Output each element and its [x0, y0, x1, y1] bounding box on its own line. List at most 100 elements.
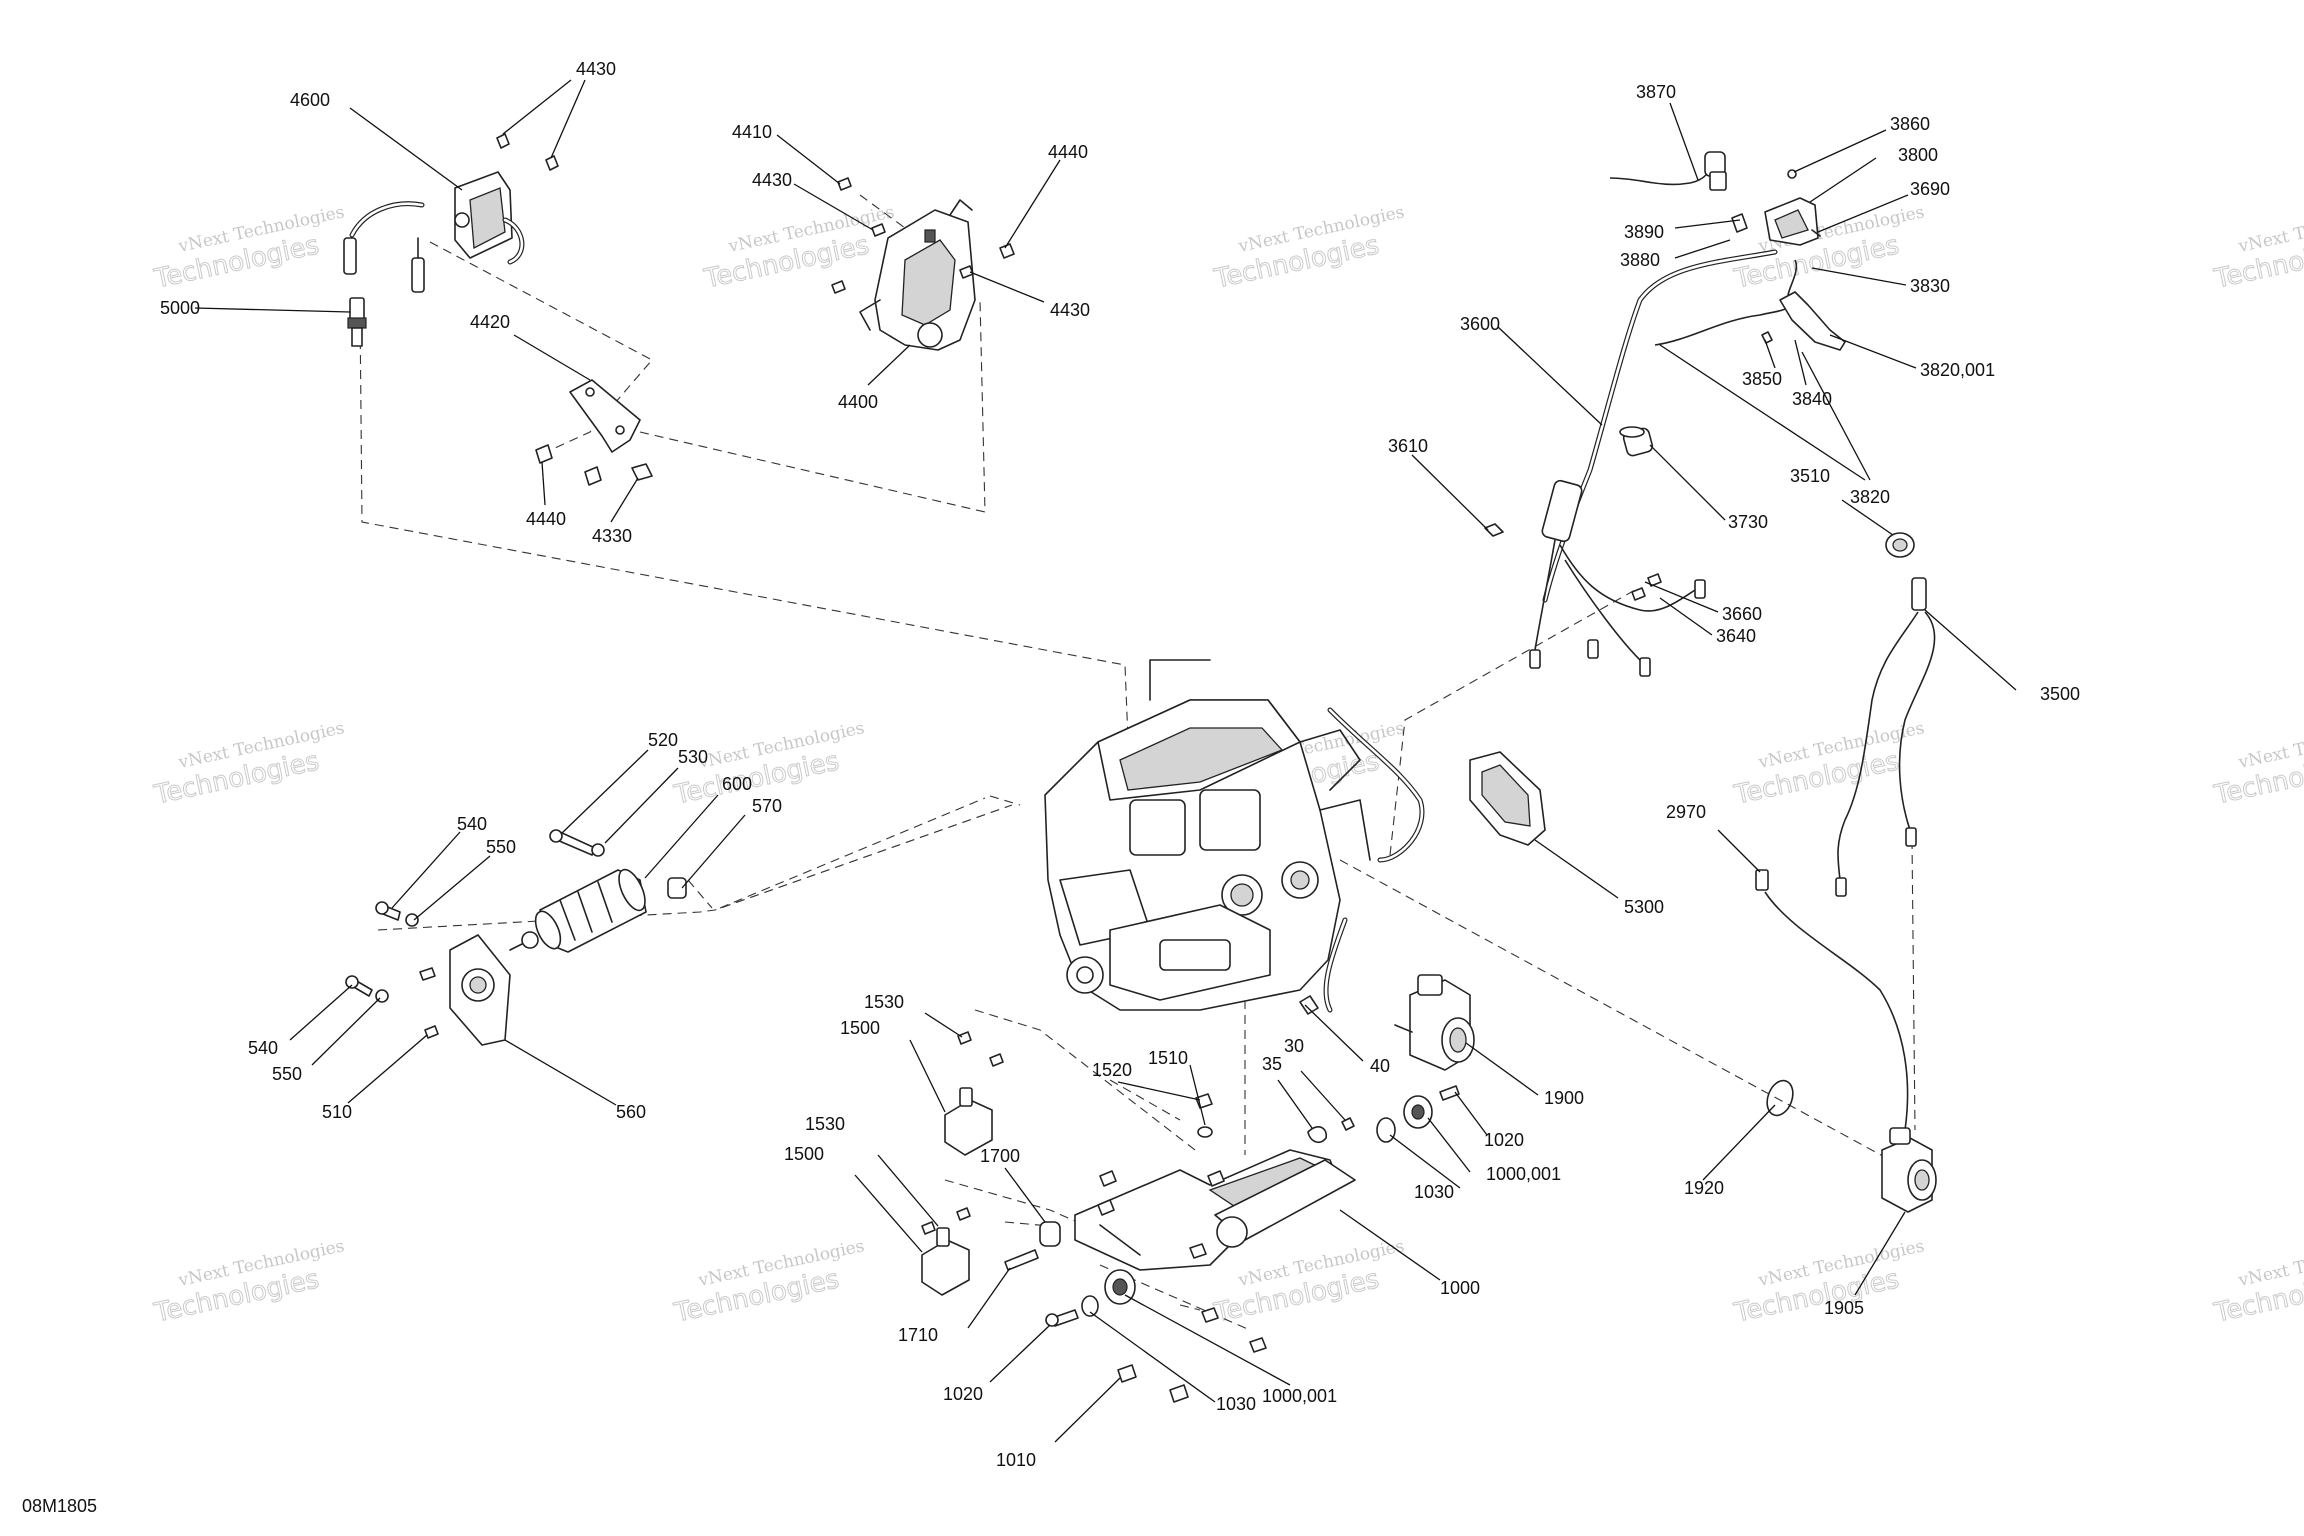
choke-cable-2970 [1755, 869, 1909, 1131]
callout-1010: 1010 [996, 1450, 1036, 1470]
callout-1030: 1030 [1414, 1182, 1454, 1202]
harness-switch-3870 [1609, 151, 1727, 191]
callout-3840: 3840 [1792, 389, 1832, 409]
dash-starter-bolt [719, 797, 986, 909]
spark-plug [347, 297, 367, 347]
callout-1710: 1710 [898, 1325, 938, 1345]
callout-540: 540 [248, 1038, 278, 1058]
callout-4420: 4420 [470, 312, 510, 332]
bracket-4400 [859, 199, 976, 351]
callout-1510: 1510 [1148, 1048, 1188, 1068]
drawing-code: 08M1805 [22, 1496, 97, 1516]
callout-4330: 4330 [592, 526, 632, 546]
callout-1030: 1030 [1216, 1394, 1256, 1414]
carb-parts-1000-1020-1030 [1376, 1085, 1460, 1143]
callout-570: 570 [752, 796, 782, 816]
callout-520: 520 [648, 730, 678, 750]
callout-1020: 1020 [943, 1384, 983, 1404]
callout-1000-001: 1000,001 [1486, 1164, 1561, 1184]
throttle-cable-3500 [1835, 577, 1936, 897]
callout-3830: 3830 [1910, 276, 1950, 296]
callout-35: 35 [1262, 1054, 1282, 1074]
callout-550: 550 [272, 1064, 302, 1084]
callout-3730: 3730 [1728, 512, 1768, 532]
callout-560: 560 [616, 1102, 646, 1122]
bushing-3510 [1885, 532, 1915, 558]
dash-starter-cap [687, 879, 713, 909]
callout-3690: 3690 [1910, 179, 1950, 199]
dash-plug-engine [359, 309, 1129, 741]
callout-600: 600 [722, 774, 752, 794]
dash-coil-bracket [429, 241, 653, 449]
clamp-1920 [1766, 1079, 1794, 1117]
callout-1500: 1500 [840, 1018, 880, 1038]
callout-3510: 3510 [1790, 466, 1830, 486]
engine-mount-upper [944, 1031, 1004, 1156]
callout-4430: 4430 [752, 170, 792, 190]
dash-cable-carb [1911, 839, 1916, 1131]
starter-motor [509, 868, 647, 953]
starter-fasteners [345, 829, 687, 1039]
callout-1000-001: 1000,001 [1262, 1386, 1337, 1406]
callout-1530: 1530 [805, 1114, 845, 1134]
frame-hardware [1045, 1093, 1267, 1403]
air-duct-5300 [1469, 751, 1546, 846]
callout-3820: 3820 [1850, 487, 1890, 507]
callout-3890: 3890 [1624, 222, 1664, 242]
dash-frame-washer [1179, 1304, 1201, 1311]
callout-2970: 2970 [1666, 802, 1706, 822]
callout-1905: 1905 [1824, 1298, 1864, 1318]
wiring-harness [1529, 249, 1778, 677]
leader-lines [194, 79, 2017, 1443]
callout-4440: 4440 [526, 509, 566, 529]
callout-4410: 4410 [732, 122, 772, 142]
callout-3870: 3870 [1636, 82, 1676, 102]
callout-1530: 1530 [864, 992, 904, 1012]
callout-30: 30 [1284, 1036, 1304, 1056]
engine-mount-lower [921, 1207, 1061, 1296]
assembly-dashed-lines [359, 194, 1916, 1331]
callout-3800: 3800 [1898, 145, 1938, 165]
callout-1500: 1500 [784, 1144, 824, 1164]
clip-3610 [1484, 523, 1504, 537]
screws-4410-4430 [831, 177, 1015, 294]
callout-540: 540 [457, 814, 487, 834]
callout-1920: 1920 [1684, 1178, 1724, 1198]
callout-510: 510 [322, 1102, 352, 1122]
callout-4430: 4430 [1050, 300, 1090, 320]
screws-4430 [496, 133, 559, 171]
dash-1520 [1109, 1079, 1181, 1121]
callout-3600: 3600 [1460, 314, 1500, 334]
throttle-housing-3800 [1731, 169, 1821, 246]
callout-3820-001: 3820,001 [1920, 360, 1995, 380]
callout-1520: 1520 [1092, 1060, 1132, 1080]
starter-bracket-560 [449, 934, 511, 1046]
carb-parts-30-35-40 [1299, 995, 1355, 1144]
dash-starter-lower [377, 804, 1013, 931]
carburetor-1905 [1881, 1127, 1937, 1213]
callout-3850: 3850 [1742, 369, 1782, 389]
dash-mount2-frame [944, 1179, 1101, 1233]
callout-550: 550 [486, 837, 516, 857]
callout-4400: 4400 [838, 392, 878, 412]
callout-530: 530 [678, 747, 708, 767]
engine-frame [1074, 1149, 1356, 1271]
callout-3660: 3660 [1722, 604, 1762, 624]
callout-4600: 4600 [290, 90, 330, 110]
callout-3880: 3880 [1620, 250, 1660, 270]
callout-1020: 1020 [1484, 1130, 1524, 1150]
nuts-4440-4330 [535, 444, 653, 486]
callout-5000: 5000 [160, 298, 200, 318]
dash-mount-frame [974, 1009, 1196, 1151]
dash-bracket-4400 [639, 299, 986, 513]
